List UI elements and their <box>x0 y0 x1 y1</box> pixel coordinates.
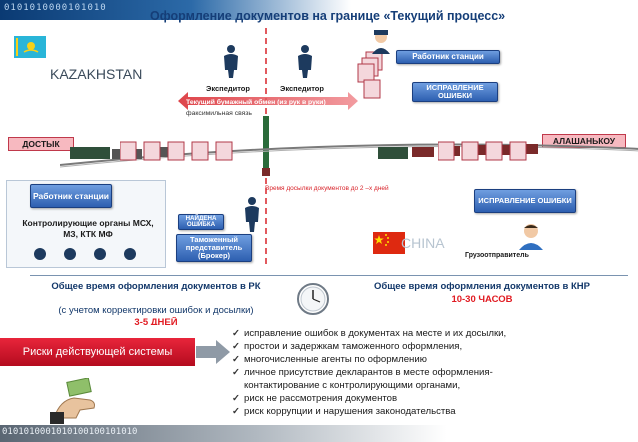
exchange-note-line1: Текущий бумажный обмен (из рук в руки) <box>186 99 326 106</box>
risk-item: многочисленные агенты по оформлению <box>232 353 632 366</box>
risk-item: риск не рассмотрения документов <box>232 392 632 405</box>
shipper-label: Грузоотправитель <box>465 252 529 259</box>
exchange-note-line2: факсимильная связь <box>186 110 252 117</box>
correction-bottom-box: ИСПРАВЛЕНИЕ ОШИБКИ <box>474 189 576 213</box>
agent-left-icon <box>224 45 238 78</box>
total-cn-title: Общее время оформления документов в КНР <box>373 281 591 292</box>
total-rk-subtitle: (с учетом корректировки ошибок и досылки… <box>58 305 254 316</box>
kazakhstan-flag-icon <box>14 36 46 58</box>
arrow-right-icon <box>196 340 230 364</box>
risk-item: риск коррупции и нарушения законодательс… <box>232 405 632 418</box>
total-cn-value: 10-30 ЧАСОВ <box>451 294 513 305</box>
control-bodies-label: Контролирующие органы МСХ, МЗ, КТК МФ <box>22 218 154 239</box>
station-worker-kz-box: Работник станции <box>30 184 112 208</box>
header-digits: 0101010000101010 <box>4 3 107 13</box>
delivery-note: Время досылки документов до 2 –х дней <box>265 185 389 192</box>
documents-right-icon <box>438 141 527 161</box>
station-tag-dostyk: ДОСТЫК <box>8 137 74 151</box>
agent-left-label: Экспедитор <box>206 84 250 93</box>
risks-list: исправление ошибок в документах на месте… <box>232 327 632 418</box>
exchange-arrow <box>178 92 358 110</box>
total-rk-value: 3-5 ДНЕЙ <box>134 317 178 325</box>
correction-top-box: ИСПРАВЛЕНИЕ ОШИБКИ <box>412 82 498 102</box>
page-title: Оформление документов на границе «Текущи… <box>150 9 506 23</box>
agent-right-label: Экспедитор <box>280 84 324 93</box>
clock-icon <box>297 283 329 315</box>
documents-stack-icon <box>357 51 383 99</box>
total-rk-title: Общее время оформления документов в РК <box>51 281 261 292</box>
broker-person-icon <box>245 197 259 232</box>
country-label-china: CHINA <box>401 235 445 251</box>
station-worker-cn-box: Работник станции <box>396 50 500 64</box>
footer-bar <box>0 425 638 442</box>
broker-box: Таможенный представитель (Брокер) <box>176 234 252 262</box>
risk-item-continuation: контактирование с контролирующими органа… <box>244 380 461 391</box>
risk-item: личное присутствие декларантов в месте о… <box>232 366 632 379</box>
control-agents-icon <box>34 248 136 260</box>
footer-digits: 0101010001010100100101010 <box>2 427 138 437</box>
shipper-person-icon <box>519 224 543 250</box>
agent-right-icon <box>298 45 312 78</box>
risk-item: исправление ошибок в документах на месте… <box>232 327 632 340</box>
documents-left-icon <box>120 141 233 161</box>
station-worker-cn-icon <box>372 30 390 54</box>
china-flag-icon <box>373 232 405 254</box>
divider <box>30 275 628 276</box>
border-line <box>262 28 270 268</box>
hand-money-icon <box>50 378 95 424</box>
risk-item: простои и задержкам таможенного оформлен… <box>232 340 632 353</box>
risks-label: Риски действующей системы <box>0 338 195 366</box>
country-label-kazakhstan: KAZAKHSTAN <box>50 66 143 82</box>
error-found-box: НАЙДЕНА ОШИБКА <box>178 214 224 230</box>
header-bar <box>0 0 638 20</box>
